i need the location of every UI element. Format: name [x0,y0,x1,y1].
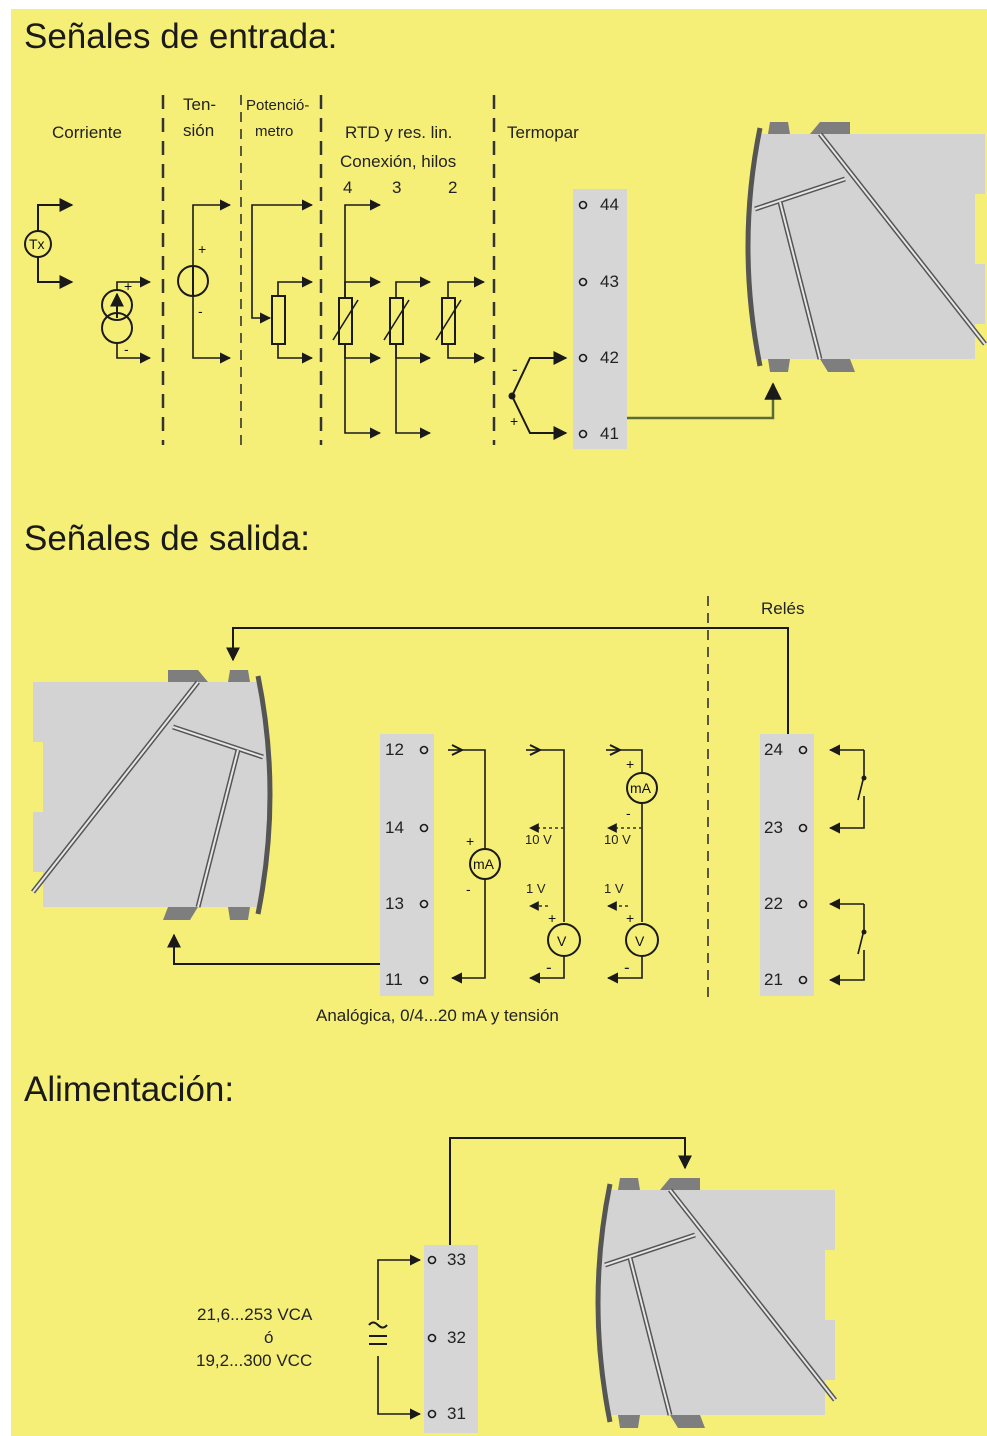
label-termopar: Termopar [507,123,579,142]
input-terminal-strip [573,189,627,449]
pin-label: 33 [447,1250,466,1269]
analog-terminal-pins: 12 14 13 11 [385,740,429,989]
relay-contact-1 [828,744,867,834]
power-supply-wiring [368,1254,422,1420]
ten-v-label: 10 V [525,832,552,847]
pin-label: 32 [447,1328,466,1347]
potentiometer-symbol [251,199,314,364]
label-wire-4: 4 [343,178,352,197]
pin-label: 23 [764,818,783,837]
analog-terminal-strip [380,734,434,996]
label-conexion: Conexión, hilos [340,152,456,171]
svg-text:+: + [510,413,518,429]
relay-connection-arrow [226,627,789,734]
relay-terminal-pins: 24 23 22 21 [764,740,808,989]
v-label: V [557,933,567,949]
v-label: V [635,933,645,949]
svg-text:-: - [198,303,203,319]
pin-label: 43 [600,272,619,291]
ten-v-label: 10 V [604,832,631,847]
pin-label: 42 [600,348,619,367]
rtd-2-wire-symbol [435,276,486,364]
svg-text:-: - [512,360,518,379]
svg-text:+: + [198,241,206,257]
power-terminal-strip [424,1245,478,1433]
supply-label-2: ó [264,1328,273,1347]
pin-label: 12 [385,740,404,759]
pin-label: 31 [447,1404,466,1423]
rtd-4-wire-symbol [332,199,382,439]
relay-terminal-strip [760,734,814,996]
label-wire-3: 3 [392,178,401,197]
panel-edge [11,680,31,910]
ma-label: mA [630,780,652,796]
pin-label: 22 [764,894,783,913]
label-potenciometro-2: metro [255,123,293,140]
label-wire-2: 2 [448,178,457,197]
svg-text:-: - [626,805,631,821]
ma-label: mA [473,856,495,872]
output-module-illustration [33,670,270,920]
input-connection-arrow [627,382,782,420]
tx-label: Tx [29,236,45,252]
svg-text:+: + [626,910,634,926]
output-section-title: Señales de salida: [24,519,310,558]
svg-text:-: - [466,881,471,897]
svg-text:+: + [626,756,634,772]
label-tension-2: sión [183,121,214,140]
supply-label-3: 19,2...300 VCC [196,1351,312,1370]
voltage-source-symbol: + - [177,199,232,364]
voltage-meter-loop: 10 V 1 V V + - [525,744,581,984]
rtd-3-wire-symbol [383,276,432,439]
one-v-label: 1 V [604,881,624,896]
pin-label: 21 [764,970,783,989]
input-module-illustration [748,122,985,372]
analog-caption: Analógica, 0/4...20 mA y tensión [316,1006,559,1025]
pin-label: 13 [385,894,404,913]
pin-label: 41 [600,424,619,443]
relay-contact-2 [828,898,867,986]
input-terminal-pins: 44 43 42 41 [578,195,619,443]
power-section-title: Alimentación: [24,1070,234,1109]
input-section-title: Señales de entrada: [24,17,337,56]
power-terminal-pins: 33 32 31 [427,1250,466,1423]
svg-text:+: + [124,278,132,294]
ma-meter-loop: mA + - [448,744,501,984]
current-transmitter: Tx [24,198,74,289]
pin-label: 11 [385,970,403,989]
label-reles: Relés [761,599,804,618]
label-tension-1: Ten- [183,95,216,114]
ma-voltage-meter-loop: mA + - 10 V 1 V V + - [604,744,659,984]
svg-text:-: - [624,958,630,977]
pin-label: 24 [764,740,783,759]
svg-text:+: + [466,833,474,849]
label-potenciometro-1: Potenció- [246,97,309,114]
pin-label: 14 [385,818,404,837]
label-corriente: Corriente [52,123,122,142]
pin-label: 44 [600,195,619,214]
label-rtd: RTD y res. lin. [345,123,452,142]
supply-label-1: 21,6...253 VCA [197,1305,313,1324]
power-module-illustration [598,1178,835,1428]
svg-text:-: - [546,958,552,977]
analog-connection-arrow [167,933,380,965]
svg-text:+: + [548,910,556,926]
one-v-label: 1 V [526,881,546,896]
current-source-symbol: + - [101,276,152,364]
svg-text:-: - [124,341,129,357]
thermocouple-symbol: - + [508,351,568,440]
power-connection-arrow [449,1137,692,1245]
